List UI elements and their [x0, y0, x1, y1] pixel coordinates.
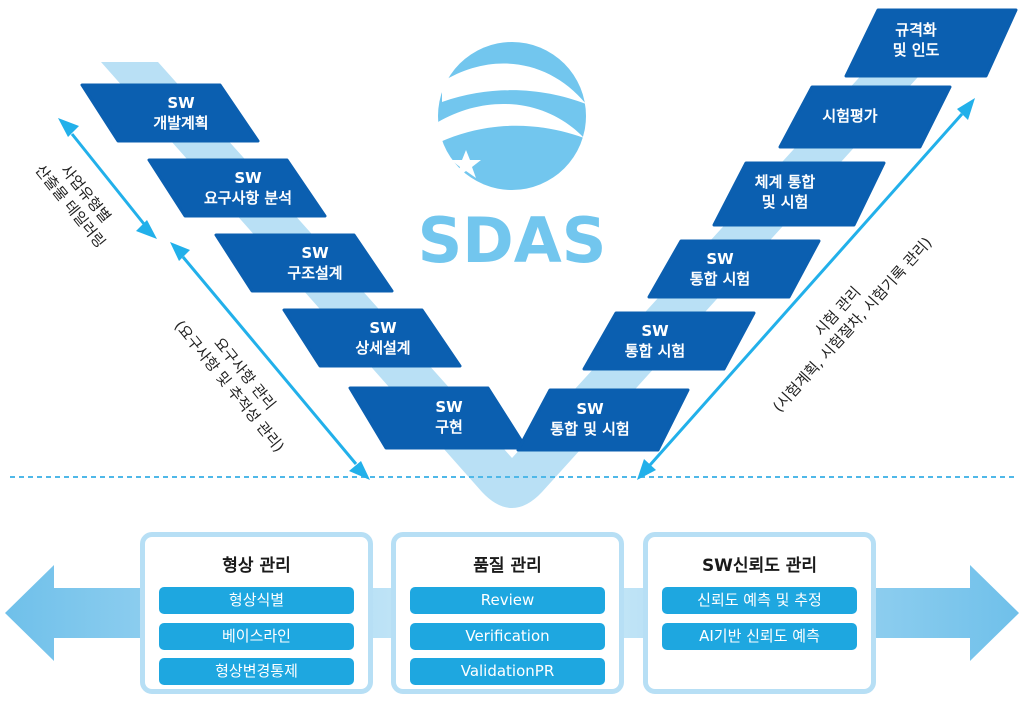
- panel-item: ValidationPR: [410, 658, 605, 685]
- sdas-logo-text: SDAS: [418, 204, 607, 277]
- step-box-integration-and-test: [516, 388, 690, 452]
- tailoring-arrow-head-start: [58, 118, 79, 137]
- step-label-implementation: SW 구현: [435, 398, 463, 436]
- requirements-arrow-head-start: [170, 242, 190, 261]
- step-box-requirements-analysis: [147, 158, 327, 218]
- quality-management-panel: 품질 관리 Review Verification ValidationPR: [391, 532, 624, 694]
- panel-item: 신뢰도 예측 및 추정: [662, 587, 857, 614]
- panel-item: AI기반 신뢰도 예측: [662, 623, 857, 650]
- panel-item: 형상식별: [159, 587, 354, 614]
- step-box-architecture-design: [214, 233, 394, 293]
- step-label-test-evaluation: 시험평가: [822, 107, 878, 125]
- panel-title: 품질 관리: [473, 556, 542, 576]
- step-box-test-evaluation: [778, 85, 952, 149]
- step-label-integration-test-2: SW 통합 시험: [689, 250, 751, 288]
- requirements-arrow-line: [181, 256, 358, 465]
- step-label-integration-and-test: SW 통합 및 시험: [550, 400, 630, 438]
- step-label-system-integration: 체계 통합 및 시험: [754, 173, 816, 211]
- step-label-architecture-design: SW 구조설계: [287, 244, 343, 282]
- test-arrow-head-end: [957, 98, 975, 120]
- panel-title: 형상 관리: [222, 556, 291, 576]
- step-label-development-plan: SW 개발계획: [153, 94, 209, 132]
- step-label-detailed-design: SW 상세설계: [355, 319, 411, 357]
- panel-item: Verification: [410, 623, 605, 650]
- step-box-integration-test-1: [582, 311, 756, 371]
- panel-item: Review: [410, 587, 605, 614]
- configuration-management-panel: 형상 관리 형상식별 베이스라인 형상변경통제: [140, 532, 373, 694]
- step-box-integration-test-2: [647, 239, 821, 299]
- sw-reliability-management-panel: SW신뢰도 관리 신뢰도 예측 및 추정 AI기반 신뢰도 예측: [643, 532, 876, 694]
- sdas-logo-emblem: [438, 42, 586, 190]
- tailoring-arrow-line: [70, 133, 146, 225]
- step-box-detailed-design: [282, 308, 462, 368]
- panel-item: 형상변경통제: [159, 658, 354, 685]
- step-box-standardization-delivery: [844, 8, 1018, 78]
- test-arrow-line: [648, 113, 964, 466]
- panel-item: 베이스라인: [159, 623, 354, 650]
- step-label-integration-test-1: SW 통합 시험: [624, 322, 686, 360]
- step-label-standardization-delivery: 규격화 및 인도: [892, 21, 940, 59]
- requirements-arrow-head-end: [349, 461, 370, 480]
- step-label-requirements-analysis: SW 요구사항 분석: [203, 169, 293, 207]
- tailoring-arrow-head-end: [136, 220, 157, 239]
- step-box-system-integration: [712, 161, 886, 227]
- test-arrow-head-start: [637, 459, 656, 480]
- step-box-development-plan: [80, 83, 260, 143]
- panel-title: SW신뢰도 관리: [701, 556, 818, 576]
